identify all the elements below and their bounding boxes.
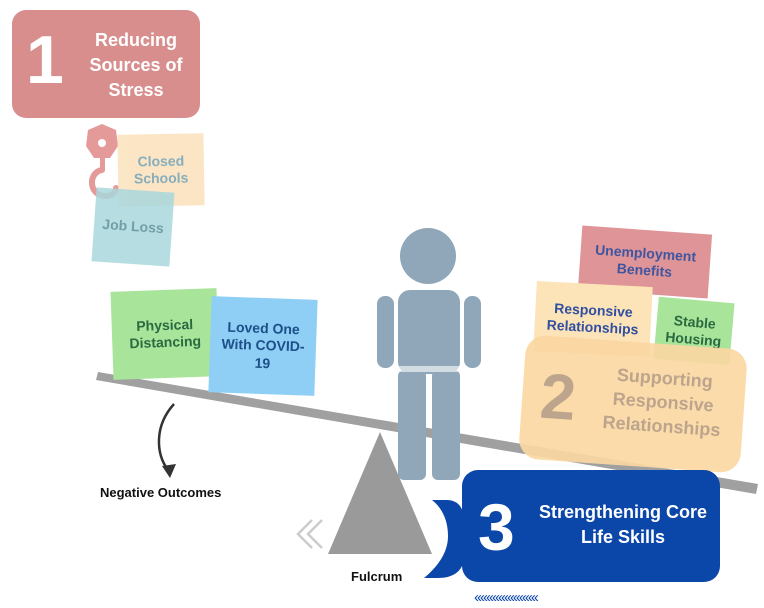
job-loss-note: Job Loss — [91, 187, 175, 267]
seesaw-beam — [96, 372, 758, 494]
fulcrum-triangle — [328, 432, 432, 554]
step-title: Strengthening Core Life Skills — [538, 502, 707, 547]
step-number: 1 — [26, 22, 64, 98]
supporting-relationships-box: 2 Supporting Responsive Relationships — [517, 334, 749, 474]
core-life-skills-box: 3 Strengthening Core Life Skills — [462, 470, 720, 582]
reducing-stress-box: 1 Reducing Sources of Stress — [12, 10, 200, 118]
fulcrum-label: Fulcrum — [351, 569, 403, 584]
hook-icon — [86, 124, 119, 200]
left-chevrons-icon — [296, 519, 323, 549]
physical-distancing-note: Physical Distancing — [110, 288, 220, 380]
person-figure-icon — [377, 228, 481, 480]
negative-outcomes-label: Negative Outcomes — [100, 485, 222, 500]
step-title: Reducing Sources of Stress — [89, 30, 183, 100]
loved-one-note: Loved One With COVID-19 — [208, 296, 318, 396]
down-arrow-icon — [157, 403, 176, 478]
step-number: 2 — [537, 359, 579, 434]
support-bracket — [424, 500, 464, 578]
step-title: Supporting Responsive Relationships — [601, 364, 722, 441]
step-number: 3 — [478, 490, 515, 564]
bottom-chevrons-icon: ‹‹‹‹‹‹‹‹‹‹‹‹‹‹‹‹‹‹‹‹‹ — [474, 589, 539, 606]
